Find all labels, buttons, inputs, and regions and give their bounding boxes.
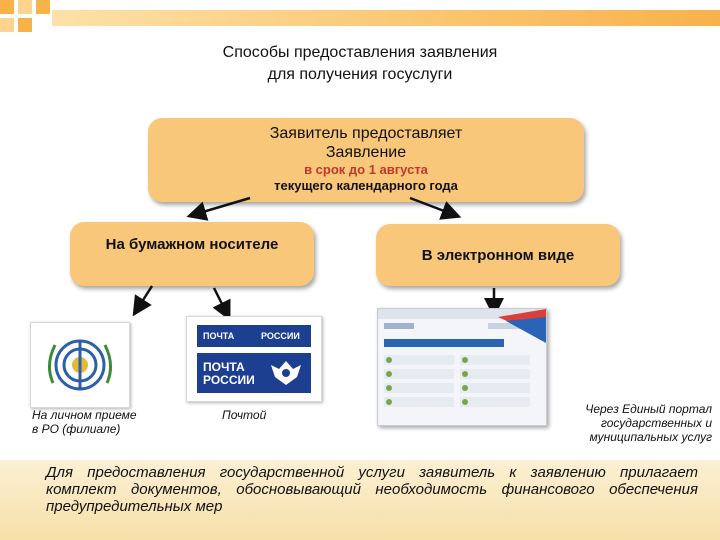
applicant-line-2: Заявление: [325, 144, 407, 161]
caption-personal-visit: На личном приеме в РО (филиале): [32, 408, 137, 436]
electronic-method-box: В электронном виде: [376, 224, 620, 286]
russian-post-logo-icon: ПОЧТА РОССИИ ПОЧТА РОССИИ: [186, 316, 322, 402]
deadline-text: в срок до 1 августа: [304, 162, 428, 177]
arrow-to-post: [212, 287, 231, 321]
post-word-1-large: ПОЧТА: [203, 360, 245, 374]
gosuslugi-portal-screenshot: [377, 308, 547, 426]
page-title: Способы предоставления заявления для пол…: [150, 42, 570, 86]
pfr-emblem-icon: [30, 322, 130, 408]
post-word-2-small: РОССИИ: [261, 331, 300, 341]
caption-post: Почтой: [222, 408, 267, 422]
electronic-method-label: В электронном виде: [421, 246, 575, 264]
arrow-to-personal: [132, 285, 154, 317]
arrow-to-electronic: [409, 196, 462, 220]
year-text: текущего календарного года: [274, 178, 458, 193]
eagle-icon: [271, 361, 301, 385]
post-word-1-small: ПОЧТА: [203, 331, 235, 341]
arrow-to-paper: [186, 196, 251, 221]
paper-method-label: На бумажном носителе: [105, 236, 279, 253]
note-panel: [0, 460, 720, 540]
title-line-1: Способы предоставления заявления: [222, 44, 498, 61]
post-logo-bottom-band: ПОЧТА РОССИИ: [197, 353, 311, 393]
applicant-box: Заявитель предоставляет Заявление в срок…: [148, 118, 584, 202]
paper-method-box: На бумажном носителе: [70, 222, 314, 286]
title-line-2: для получения госуслуги: [267, 66, 453, 83]
post-logo-top-band: ПОЧТА РОССИИ: [197, 325, 311, 347]
note-text: Для предоставления государственной услуг…: [46, 464, 698, 515]
caption-portal: Через Единый портал государственных и му…: [585, 402, 712, 444]
header-bar: [52, 10, 720, 26]
applicant-line-1: Заявитель предоставляет: [269, 125, 463, 142]
corner-decoration: [0, 0, 60, 40]
post-word-2-large: РОССИИ: [203, 373, 255, 387]
